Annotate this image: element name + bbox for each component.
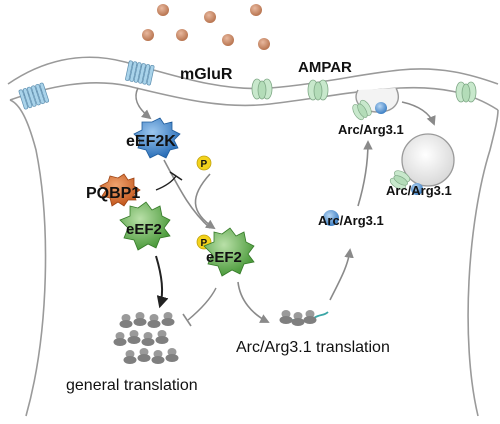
ribosome <box>113 332 127 346</box>
endocytic-vesicle <box>401 133 455 187</box>
glutamate-dot <box>157 4 169 16</box>
pqbp1-inhibition <box>155 175 177 191</box>
ampar-receptor <box>251 78 273 100</box>
eef2-right-protein <box>203 227 255 277</box>
pqbp1-label: PQBP1 <box>86 185 140 202</box>
trafficking-arrow <box>401 101 436 126</box>
eef2k-to-eef2-arrow <box>163 159 211 229</box>
arc-top-label: Arc/Arg3.1 <box>338 122 404 137</box>
ampar-label: AMPAR <box>298 59 352 76</box>
pqbp1-protein <box>99 173 141 207</box>
ribosome <box>161 312 175 326</box>
phosphate-label: P <box>201 159 208 170</box>
ribosome <box>151 350 165 364</box>
ribosome <box>141 332 155 346</box>
ribosome <box>123 350 137 364</box>
eef2-right-label: eEF2 <box>206 249 242 266</box>
ribosome <box>165 348 179 362</box>
arc-protein-vesicle <box>411 183 423 195</box>
eef2-left-protein <box>119 201 171 251</box>
ribosome <box>291 312 305 326</box>
mglur-to-eef2k-arrow <box>135 87 152 120</box>
glutamate-dot <box>250 4 262 16</box>
eef2-to-arc-translation-arrow <box>237 281 270 323</box>
glutamate-dot <box>142 29 154 41</box>
eef2-inhibits-general-bar <box>182 313 192 327</box>
eef2-to-general-arrow <box>155 255 169 309</box>
ribosome <box>147 314 161 328</box>
arc-to-endocytosis-arrow <box>357 140 373 207</box>
eef2k-protein <box>133 117 181 159</box>
ribosome <box>155 330 169 344</box>
arc-protein-pit <box>375 102 387 114</box>
arc-protein-mid <box>323 210 339 226</box>
arc-translation-label: Arc/Arg3.1 translation <box>236 339 390 356</box>
general-ribosomes <box>113 312 179 364</box>
ampar-receptor-right <box>455 81 477 103</box>
pqbp1-inhibition-bar <box>169 171 183 181</box>
ribosome <box>127 330 141 344</box>
arc-vesicle-label: Arc/Arg3.1 <box>386 183 452 198</box>
eef2-inhibits-general <box>187 287 217 321</box>
ribosome <box>279 310 293 324</box>
eef2k-label: eEF2K <box>126 133 176 150</box>
ribosome <box>137 348 151 362</box>
glutamate-dot <box>176 29 188 41</box>
arc-mid-label: Arc/Arg3.1 <box>318 213 384 228</box>
ribosome <box>119 314 133 328</box>
glutamate-dot <box>258 38 270 50</box>
glutamate-molecules <box>142 4 270 50</box>
ampar-receptor <box>307 79 329 101</box>
eef2-left-label: eEF2 <box>126 221 162 238</box>
ribosome <box>133 312 147 326</box>
glutamate-dot <box>204 11 216 23</box>
mglur-receptor <box>124 60 155 86</box>
mglur-receptor-left <box>18 82 50 110</box>
general-translation-label: general translation <box>66 377 198 394</box>
translation-to-arc-arrow <box>329 248 354 301</box>
mglur-label: mGluR <box>180 66 233 83</box>
glutamate-dot <box>222 34 234 46</box>
phosphate-badge <box>196 155 212 171</box>
neuron-membrane-inner <box>9 82 499 111</box>
phosphate-label-eef2: P <box>201 238 208 249</box>
phosphorylation-arrow <box>194 173 216 230</box>
